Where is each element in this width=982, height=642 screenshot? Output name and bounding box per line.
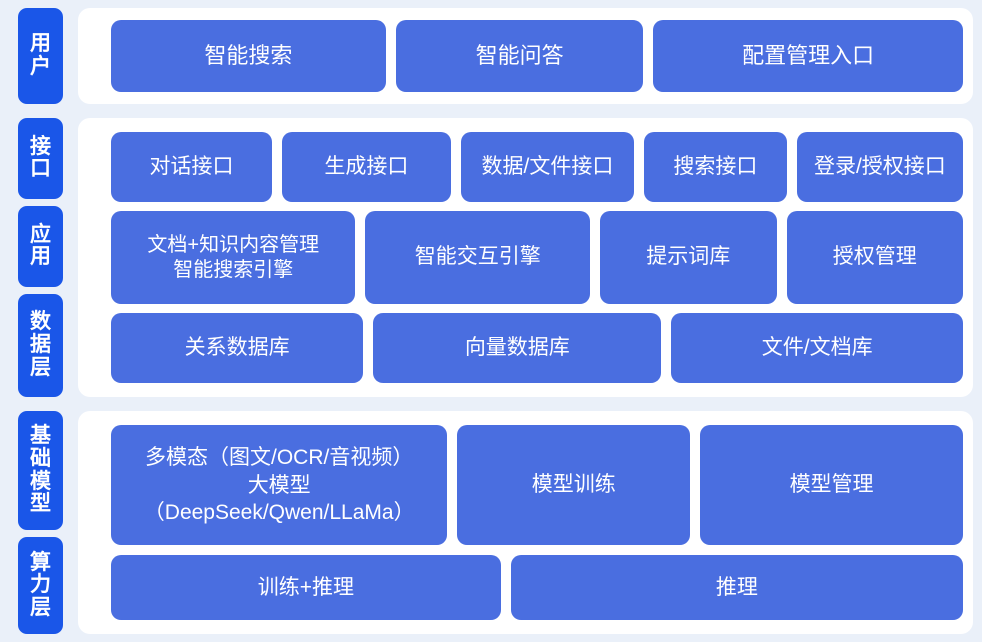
- tab-char: 层: [30, 355, 51, 379]
- chip-dialogue-interface[interactable]: 对话接口: [111, 132, 272, 202]
- tab-char: 模: [30, 469, 51, 493]
- layer-tab-compute-label: 算 力 层: [30, 550, 51, 620]
- chip-relational-database[interactable]: 关系数据库: [111, 313, 364, 383]
- tab-char: 础: [30, 447, 51, 470]
- row-compute: 训练+推理 推理: [111, 555, 963, 621]
- chip-training-plus-inference[interactable]: 训练+推理: [111, 555, 501, 621]
- chip-search-interface[interactable]: 搜索接口: [644, 132, 787, 202]
- row-data-stores: 关系数据库 向量数据库 文件/文档库: [111, 313, 964, 383]
- chip-model-training[interactable]: 模型训练: [457, 425, 691, 546]
- chip-doc-knowledge-management[interactable]: 文档+知识内容管理 智能搜索引擎: [111, 210, 356, 305]
- layer-tab-application[interactable]: 应 用: [18, 205, 63, 287]
- tab-char: 型: [30, 492, 51, 516]
- tab-char: 口: [30, 157, 51, 181]
- chip-smart-qa[interactable]: 智能问答: [395, 20, 644, 92]
- section-infra: 基 础 模 型 算 力 层 多模态（图文/OCR/音视频） 大模型（DeepSe…: [0, 411, 973, 635]
- layer-tab-data[interactable]: 数 据 层: [18, 293, 63, 398]
- tab-char: 户: [30, 55, 51, 78]
- chip-vector-database[interactable]: 向量数据库: [373, 313, 662, 383]
- chip-multimodal-large-model[interactable]: 多模态（图文/OCR/音视频） 大模型（DeepSeek/Qwen/LLaMa）: [111, 425, 448, 546]
- layer-tab-interface[interactable]: 接 口: [18, 118, 63, 199]
- chip-inference[interactable]: 推理: [510, 555, 963, 621]
- layer-tab-data-label: 数 据 层: [30, 311, 51, 379]
- tab-char: 用: [30, 32, 51, 56]
- tab-char: 数: [30, 310, 51, 334]
- tab-char: 应: [30, 222, 51, 246]
- layer-tab-foundation-model-label: 基 础 模 型: [30, 425, 51, 516]
- row-applications: 文档+知识内容管理 智能搜索引擎 智能交互引擎 提示词库 授权管理: [111, 210, 963, 305]
- tab-char: 接: [30, 134, 51, 158]
- chip-data-file-interface[interactable]: 数据/文件接口: [460, 132, 635, 202]
- tab-char: 基: [30, 424, 51, 448]
- layer-tab-compute[interactable]: 算 力 层: [18, 537, 63, 635]
- layer-tab-user-label: 用 户: [30, 33, 51, 78]
- layer-tab-application-label: 应 用: [30, 222, 51, 269]
- chip-model-management[interactable]: 模型管理: [700, 425, 964, 546]
- row-interfaces: 对话接口 生成接口 数据/文件接口 搜索接口 登录/授权接口: [111, 132, 963, 202]
- chip-config-management-entry[interactable]: 配置管理入口: [653, 20, 963, 92]
- chip-login-auth-interface[interactable]: 登录/授权接口: [796, 132, 963, 202]
- tab-char: 据: [30, 332, 51, 356]
- tab-char: 算: [30, 550, 51, 574]
- section-core-rail: 接 口 应 用 数 据 层: [0, 118, 80, 398]
- tab-char: 力: [30, 573, 51, 597]
- section-user-panel: 智能搜索 智能问答 配置管理入口: [78, 8, 973, 104]
- chip-smart-search[interactable]: 智能搜索: [111, 20, 386, 92]
- tab-char: 用: [30, 245, 51, 269]
- chip-authorization-management[interactable]: 授权管理: [786, 210, 963, 305]
- row-user-entries: 智能搜索 智能问答 配置管理入口: [111, 20, 963, 92]
- section-core: 接 口 应 用 数 据 层 对话接口 生成接口: [0, 118, 973, 398]
- section-user-rail: 用 户: [0, 8, 80, 104]
- chip-smart-interaction-engine[interactable]: 智能交互引擎: [365, 210, 591, 305]
- section-user: 用 户 智能搜索 智能问答 配置管理入口: [0, 8, 973, 104]
- section-infra-panel: 多模态（图文/OCR/音视频） 大模型（DeepSeek/Qwen/LLaMa）…: [78, 411, 973, 634]
- chip-prompt-library[interactable]: 提示词库: [600, 210, 777, 305]
- chip-file-document-store[interactable]: 文件/文档库: [671, 313, 964, 383]
- section-infra-rail: 基 础 模 型 算 力 层: [0, 411, 80, 635]
- tab-char: 层: [30, 596, 51, 620]
- layer-tab-user[interactable]: 用 户: [18, 8, 63, 104]
- section-core-panel: 对话接口 生成接口 数据/文件接口 搜索接口 登录/授权接口 文档+知识内容管理…: [78, 118, 973, 397]
- layer-tab-foundation-model[interactable]: 基 础 模 型: [18, 411, 63, 531]
- layer-tab-interface-label: 接 口: [30, 134, 51, 181]
- chip-generation-interface[interactable]: 生成接口: [282, 132, 451, 202]
- row-models: 多模态（图文/OCR/音视频） 大模型（DeepSeek/Qwen/LLaMa）…: [111, 425, 964, 546]
